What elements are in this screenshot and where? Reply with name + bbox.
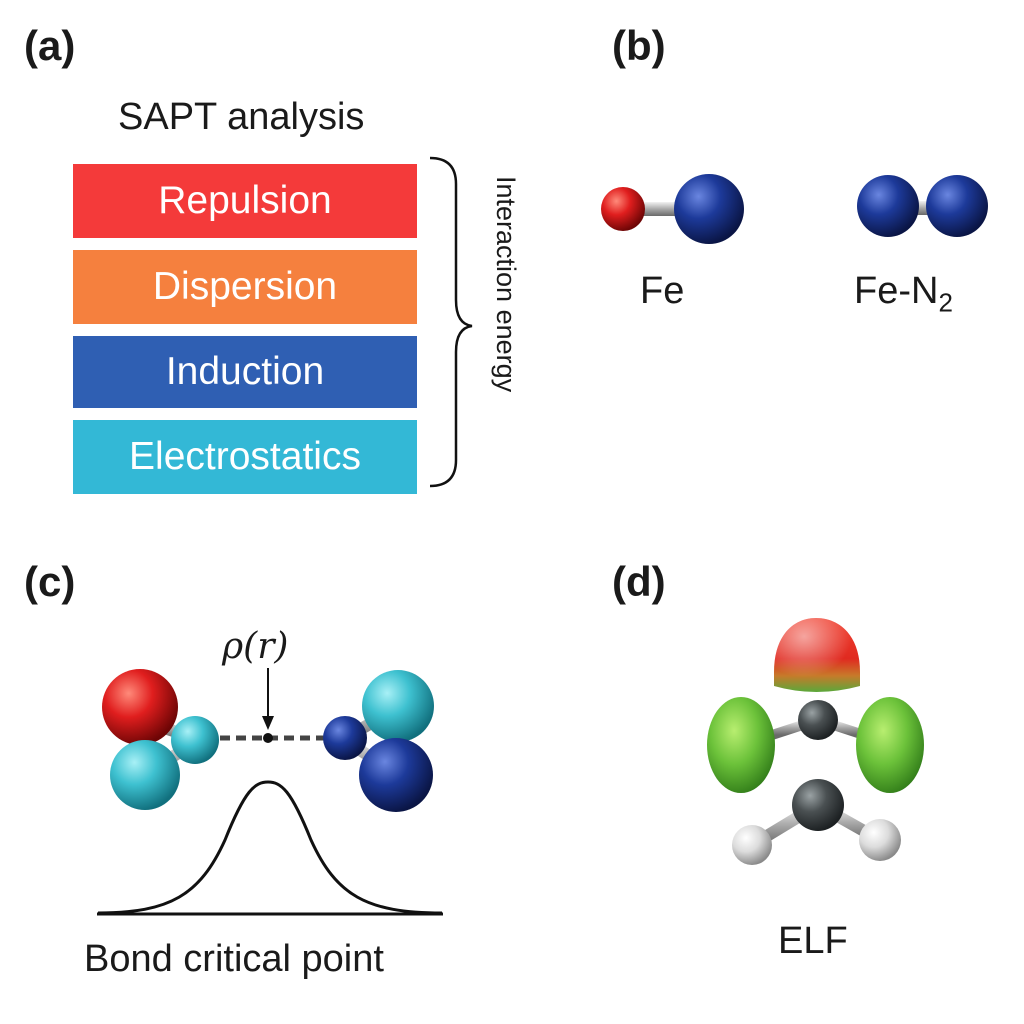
bar-dispersion: Dispersion	[73, 250, 417, 324]
fe-n2-label-main: Fe-N	[854, 270, 939, 312]
fe-n2-label: Fe-N2	[854, 270, 953, 319]
fe-n2-molecule	[857, 175, 988, 237]
rho-label: ρ(r)	[222, 626, 289, 667]
fe-molecule	[601, 174, 744, 244]
panel-c-label: (c)	[24, 558, 76, 605]
fe-label: Fe	[640, 270, 685, 312]
panel-a-label: (a)	[24, 22, 76, 69]
bar-electrostatics: Electrostatics	[73, 420, 417, 494]
bond-critical-point-caption: Bond critical point	[84, 938, 384, 980]
elf-molecule	[707, 618, 924, 865]
fe-n2-label-subscript: 2	[938, 287, 953, 318]
curly-brace	[429, 156, 473, 488]
panel-d-label: (d)	[612, 558, 666, 605]
elf-caption: ELF	[778, 920, 848, 962]
sapt-title: SAPT analysis	[118, 96, 365, 138]
critical-point-dot	[263, 733, 273, 743]
panel-b-label: (b)	[612, 22, 666, 69]
density-curve	[97, 780, 443, 915]
right-molecule	[323, 670, 434, 812]
rho-arrow-head	[262, 716, 274, 730]
bar-induction: Induction	[73, 336, 417, 408]
bar-repulsion: Repulsion	[73, 164, 417, 238]
left-molecule	[102, 669, 219, 810]
